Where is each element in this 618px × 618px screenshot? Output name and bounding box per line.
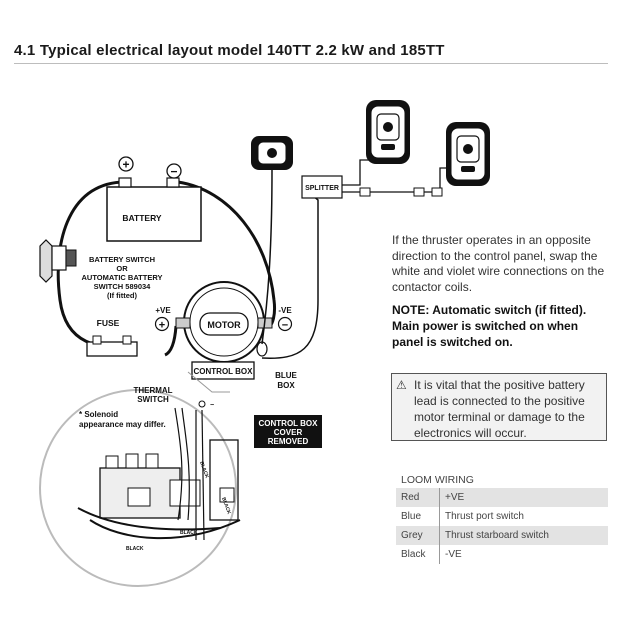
positive-terminal-icon xyxy=(118,156,134,172)
wire-function-cell: Thrust starboard switch xyxy=(439,526,608,545)
control-box-board xyxy=(209,439,239,521)
negative-ve-label: -VE xyxy=(278,306,292,315)
fuse-icon xyxy=(86,335,138,357)
detail-minus-sign: − xyxy=(210,402,214,409)
loom-wiring-table: Red +VE Blue Thrust port switch Grey Thr… xyxy=(396,488,608,564)
motor-positive-icon xyxy=(154,316,170,332)
positive-ve-label: +VE xyxy=(155,306,171,315)
wire-color-cell: Grey xyxy=(396,526,440,545)
battery-minus-sign: − xyxy=(170,165,177,179)
battery-switch-label-4: SWITCH 589034 xyxy=(94,282,152,291)
table-row: Grey Thrust starboard switch xyxy=(396,526,608,545)
motor-symbol xyxy=(175,281,273,363)
wire-label-black: BLACK xyxy=(198,461,210,480)
control-loom-cable xyxy=(261,169,273,345)
warning-triangle-icon: ⚠ xyxy=(396,378,407,392)
cover-removed-tag xyxy=(254,415,322,448)
splitter-loom-cable xyxy=(261,189,319,359)
battery-switch-label-5: (If fitted) xyxy=(107,291,137,300)
solenoid-note-2: appearance may differ. xyxy=(79,420,166,429)
motor-negative-icon xyxy=(277,316,293,332)
wire-function-cell: -VE xyxy=(445,549,462,560)
warning-text: It is vital that the positive battery le… xyxy=(414,378,585,440)
motor-minus-sign: − xyxy=(282,320,288,332)
connector-icon xyxy=(413,187,425,197)
connector-icon xyxy=(359,187,371,197)
battery-switch-label-1: BATTERY SWITCH xyxy=(89,255,155,264)
cover-removed-label-1: CONTROL BOX xyxy=(259,419,319,428)
wire-function-cell: Thrust port switch xyxy=(445,511,524,522)
motor-plus-sign: + xyxy=(159,320,165,332)
wire-color-cell: Black xyxy=(396,545,440,564)
splitter-label: SPLITTER xyxy=(305,185,339,192)
control-box-label: CONTROL BOX xyxy=(194,367,254,376)
title-divider xyxy=(14,63,608,64)
thermal-switch-label-2: SWITCH xyxy=(137,395,169,404)
solenoid-assembly xyxy=(99,453,201,519)
cover-removed-label-2: COVER xyxy=(274,428,303,437)
wire-label-black: BLACK xyxy=(180,530,198,536)
connector-icon xyxy=(431,187,443,197)
wire-label-black: BLACK xyxy=(126,546,144,552)
battery-switch-label-2: OR xyxy=(116,264,128,273)
automatic-switch-note: NOTE: Automatic switch (if fitted). Main… xyxy=(392,303,587,349)
control-box-tag xyxy=(191,361,255,380)
cover-removed-label-3: REMOVED xyxy=(268,437,309,446)
battery-symbol xyxy=(106,156,202,242)
battery-switch-icon xyxy=(39,239,77,283)
splitter-box xyxy=(301,175,343,199)
fuse-to-motor-cable xyxy=(164,325,178,357)
section-title: 4.1 Typical electrical layout model 140T… xyxy=(14,42,445,59)
table-row: Red +VE xyxy=(396,488,608,507)
battery-label: BATTERY xyxy=(122,213,162,223)
negative-terminal-icon xyxy=(166,163,182,179)
blue-box-label-1: BLUE xyxy=(275,371,297,380)
thermal-switch-label-1: THERMAL xyxy=(133,386,172,395)
control-panel-1-icon xyxy=(366,100,410,164)
wire-function-cell: +VE xyxy=(439,488,608,507)
wire-color-cell: Red xyxy=(396,488,440,507)
warning-box: ⚠ It is vital that the positive battery … xyxy=(391,373,607,441)
control-panel-2-icon xyxy=(446,122,490,186)
battery-switch-label-3: AUTOMATIC BATTERY xyxy=(82,273,163,282)
wire-label-black: BLACK xyxy=(220,497,232,516)
loom-wiring-title: LOOM WIRING xyxy=(401,474,474,486)
wire-color-cell: Blue xyxy=(396,507,440,526)
instruction-paragraph: If the thruster operates in an opposite … xyxy=(392,233,605,294)
motor-label: MOTOR xyxy=(207,320,241,330)
control-panel-small-icon xyxy=(251,136,293,170)
panel1-cable xyxy=(342,159,372,186)
table-row: Black -VE xyxy=(396,545,608,564)
solenoid-note-1: * Solenoid xyxy=(79,410,118,419)
blue-box-label-2: BOX xyxy=(277,381,295,390)
fuse-label: FUSE xyxy=(97,318,120,328)
table-row: Blue Thrust port switch xyxy=(396,507,608,526)
battery-plus-sign: + xyxy=(122,158,129,172)
